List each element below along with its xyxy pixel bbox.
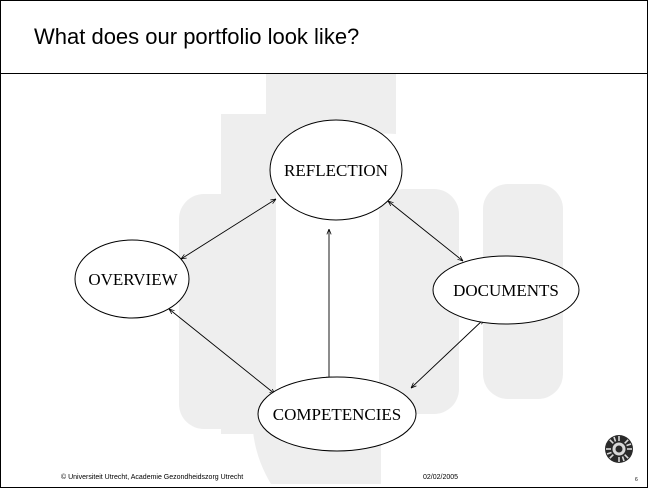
footer-date: 02/02/2005 [423,474,459,481]
slide-title: What does our portfolio look like? [34,24,360,49]
node-documents: DOCUMENTS [432,255,580,325]
connector-overview-competencies [169,309,275,394]
page-number: 6 [635,477,638,483]
node-reflection: REFLECTION [269,119,403,221]
node-label-documents: DOCUMENTS [453,281,559,300]
connector-documents-competencies [411,319,484,388]
title-bar: What does our portfolio look like? [1,1,647,74]
node-competencies: COMPETENCIES [257,376,417,452]
node-overview: OVERVIEW [74,239,190,319]
university-logo [605,435,633,463]
footer-copyright: © Universiteit Utrecht, Academie Gezondh… [61,474,244,481]
node-label-competencies: COMPETENCIES [273,405,401,424]
node-label-reflection: REFLECTION [284,161,388,180]
connector-reflection-overview [181,199,276,259]
connector-reflection-documents [388,201,463,261]
node-label-overview: OVERVIEW [88,270,178,289]
